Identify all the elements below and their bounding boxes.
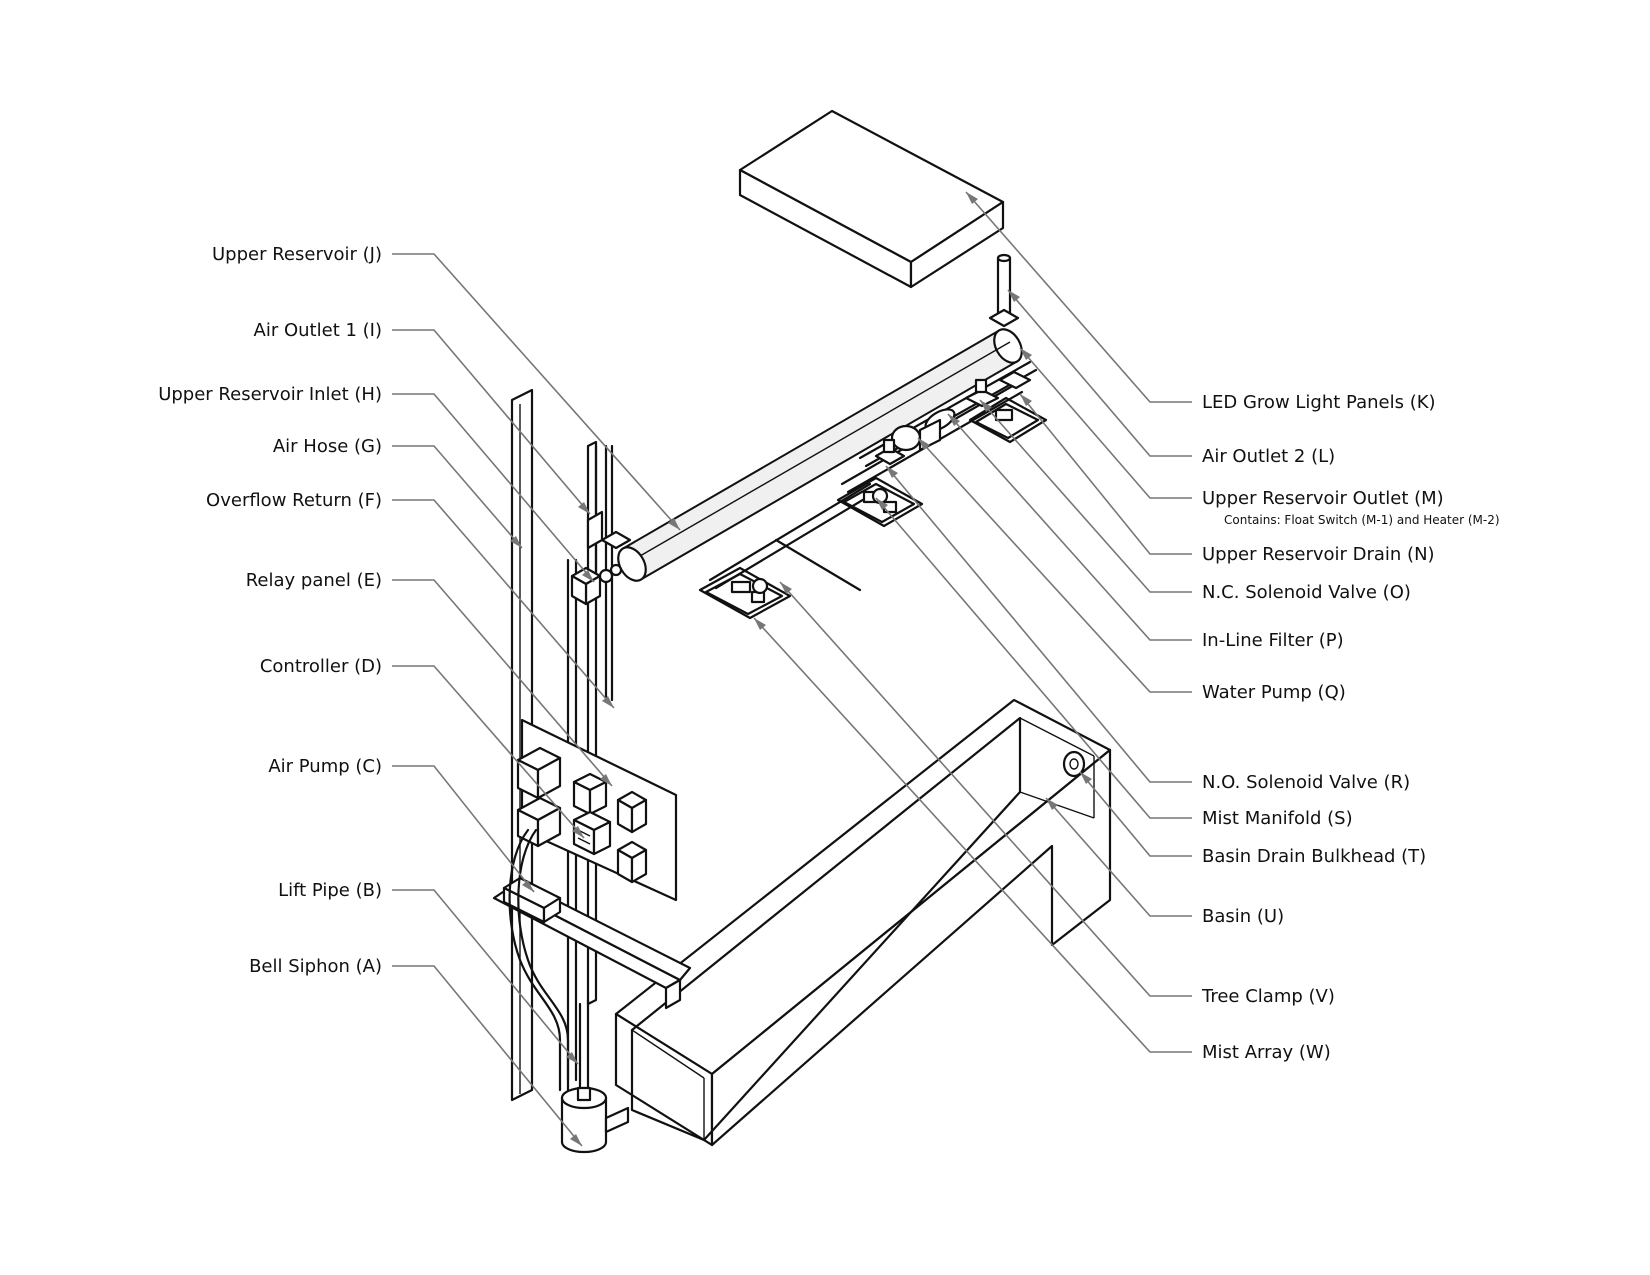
relay-box — [516, 746, 562, 800]
water-line-manifold — [840, 360, 1038, 494]
label-upper-reservoir-inlet: Upper Reservoir Inlet (H) — [158, 384, 382, 405]
label-air-pump: Air Pump (C) — [268, 756, 382, 777]
label-upper-reservoir: Upper Reservoir (J) — [212, 244, 382, 265]
label-water-pump: Water Pump (Q) — [1202, 682, 1346, 703]
label-lift-pipe: Lift Pipe (B) — [278, 880, 382, 901]
label-bell-siphon: Bell Siphon (A) — [249, 956, 382, 977]
label-relay-panel: Relay panel (E) — [246, 570, 382, 591]
mist-array — [968, 396, 1048, 444]
upper-reservoir-drain — [998, 370, 1032, 390]
label-inline-filter: In-Line Filter (P) — [1202, 630, 1344, 651]
air-outlet-2 — [988, 253, 1020, 328]
basin — [614, 698, 1112, 1147]
relay-box — [616, 790, 648, 834]
relay-box — [516, 796, 562, 848]
right-callouts: LED Grow Light Panels (K) Air Outlet 2 (… — [753, 191, 1500, 1063]
relay-panel — [516, 718, 678, 902]
label-mist-manifold: Mist Manifold (S) — [1202, 808, 1353, 829]
label-upper-reservoir-drain: Upper Reservoir Drain (N) — [1202, 544, 1435, 565]
label-overflow-return: Overflow Return (F) — [206, 490, 382, 511]
label-upper-reservoir-outlet: Upper Reservoir Outlet (M) — [1202, 488, 1444, 509]
label-no-solenoid-valve: N.O. Solenoid Valve (R) — [1202, 772, 1410, 793]
label-nc-solenoid-valve: N.C. Solenoid Valve (O) — [1202, 582, 1411, 603]
label-air-outlet-1: Air Outlet 1 (I) — [254, 320, 382, 341]
system-illustration — [492, 109, 1112, 1154]
label-air-hose: Air Hose (G) — [273, 436, 382, 457]
left-callouts: Upper Reservoir (J) Air Outlet 1 (I) Upp… — [158, 244, 681, 1147]
mist-array — [698, 566, 792, 620]
label-basin-drain-bulkhead: Basin Drain Bulkhead (T) — [1202, 846, 1426, 867]
upper-reservoir-inlet — [570, 510, 632, 606]
upper-reservoir-outlet-note: Contains: Float Switch (M-1) and Heater … — [1224, 513, 1500, 527]
air-hose — [508, 828, 562, 1092]
relay-box — [616, 840, 648, 884]
label-tree-clamp: Tree Clamp (V) — [1201, 986, 1335, 1007]
label-controller: Controller (D) — [260, 656, 382, 677]
label-led-grow-light-panels: LED Grow Light Panels (K) — [1202, 392, 1436, 413]
label-basin: Basin (U) — [1202, 906, 1284, 927]
led-grow-light-panel — [738, 109, 1005, 289]
label-air-outlet-2: Air Outlet 2 (L) — [1202, 446, 1335, 467]
mist-manifold — [708, 482, 878, 592]
water-pump — [890, 424, 922, 452]
relay-box — [572, 772, 608, 816]
label-mist-array: Mist Array (W) — [1202, 1042, 1331, 1063]
basin-drain-bulkhead — [1062, 750, 1086, 778]
upper-reservoir — [617, 328, 1023, 582]
